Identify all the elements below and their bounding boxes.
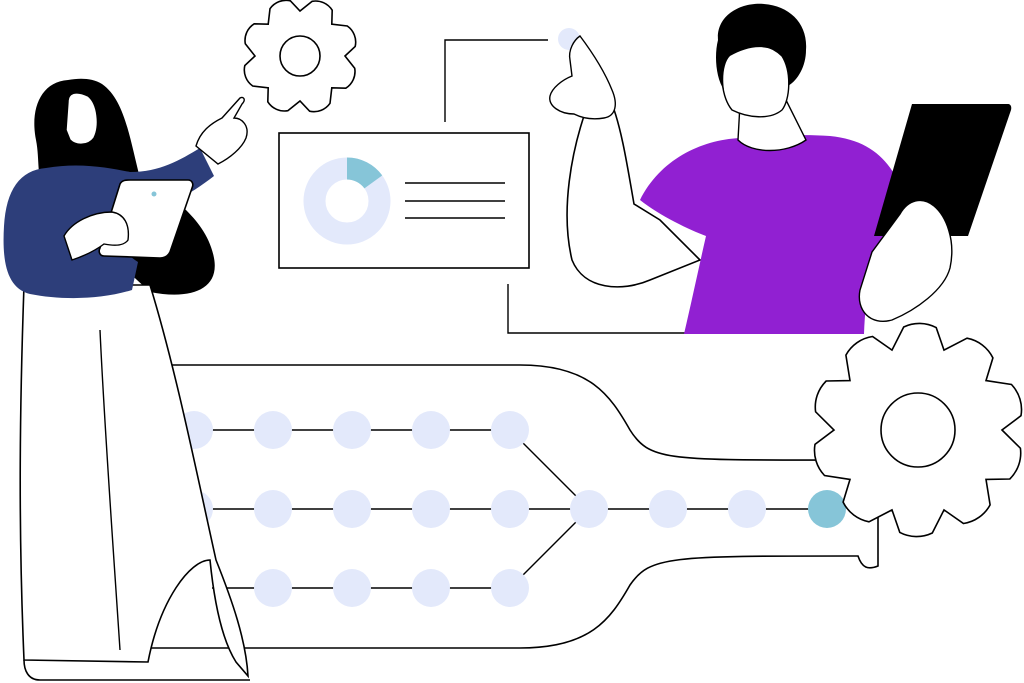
hair <box>716 3 807 91</box>
network-nodes <box>175 411 846 607</box>
network-node <box>728 490 766 528</box>
pointing-hand <box>549 35 616 120</box>
tablet-icon <box>874 104 1012 236</box>
network-node <box>649 490 687 528</box>
pointing-hand <box>195 96 248 165</box>
network-node <box>491 411 529 449</box>
network-node <box>333 411 371 449</box>
network-node <box>254 490 292 528</box>
woman-figure <box>3 78 250 681</box>
shoes <box>23 659 250 681</box>
network-node <box>333 569 371 607</box>
hand <box>858 199 953 322</box>
gear-icon <box>243 0 357 113</box>
man-figure <box>549 3 1012 334</box>
raised-arm <box>566 103 702 288</box>
trousers <box>19 284 249 679</box>
connector-line <box>444 39 548 122</box>
network-node <box>491 490 529 528</box>
network-node <box>570 490 608 528</box>
dashboard-text-lines <box>405 182 505 219</box>
gear-icon <box>813 322 1023 538</box>
donut-chart-icon <box>303 157 391 245</box>
network-node-active <box>808 490 846 528</box>
network-node <box>412 490 450 528</box>
network-node <box>254 411 292 449</box>
trouser-crease <box>99 329 121 651</box>
network-node <box>333 490 371 528</box>
network-node <box>412 411 450 449</box>
network-node <box>491 569 529 607</box>
shirt <box>640 135 902 334</box>
face <box>65 92 99 145</box>
hand <box>63 211 130 261</box>
network-node <box>412 569 450 607</box>
network-node <box>254 569 292 607</box>
